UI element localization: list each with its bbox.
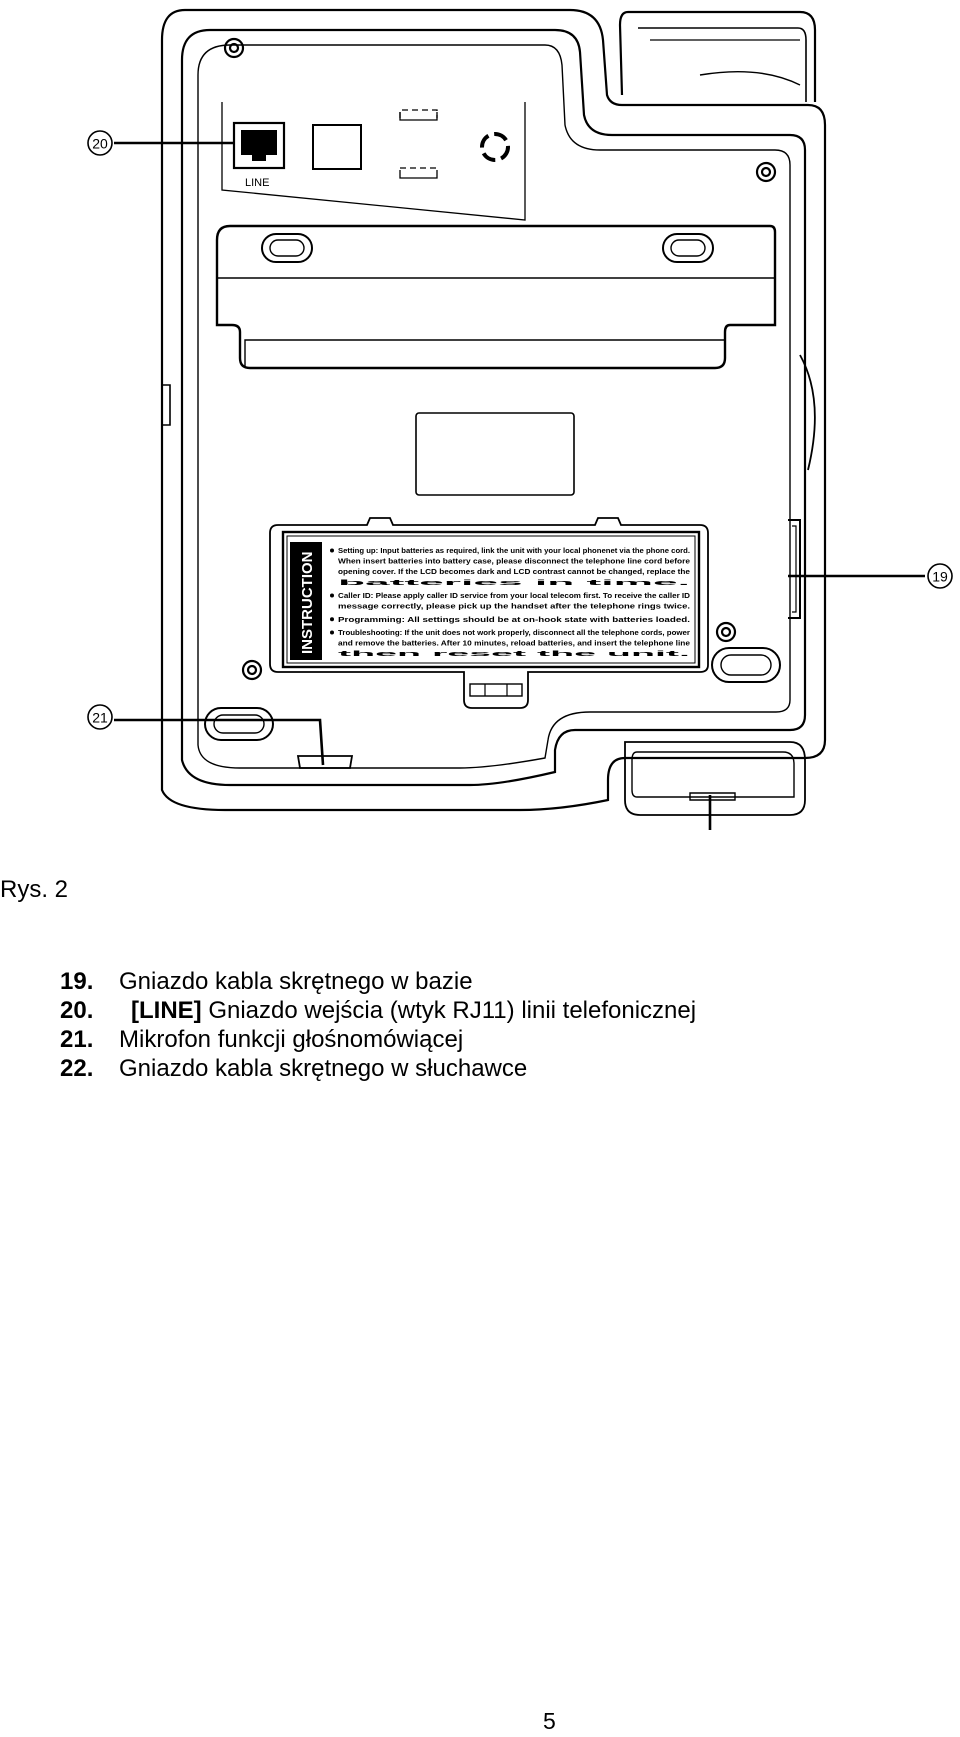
instruction-bullet <box>330 630 334 635</box>
handset-cord-jack-slot <box>788 519 801 619</box>
base-inner-contour <box>197 44 791 769</box>
dashed-ring <box>480 132 510 162</box>
instruction-line: When insert batteries into battery case,… <box>338 557 690 566</box>
legend-item: 22. Gniazdo kabla skrętnego w słuchawce <box>60 1054 696 1083</box>
instruction-line: opening cover. If the LCD becomes dark a… <box>338 567 690 576</box>
instruction-line: Setting up: Input batteries as required,… <box>338 546 690 555</box>
callout-19-label: 19 <box>932 569 948 585</box>
legend-tag: [LINE] <box>131 997 202 1024</box>
line-jack-label: LINE <box>245 177 269 189</box>
instruction-bullet <box>330 593 334 598</box>
legend-number: 19. <box>60 968 94 995</box>
rect-opening <box>312 124 362 170</box>
instruction-bullet <box>330 617 334 622</box>
callout-19: 19 <box>927 563 953 589</box>
legend-text: Mikrofon funkcji głośnomówiącej <box>119 1026 464 1053</box>
figure-caption: Rys. 2 <box>0 876 69 903</box>
legend-text: Gniazdo kabla skrętnego w słuchawce <box>119 1055 528 1082</box>
callout-21: 21 <box>87 704 113 730</box>
instruction-line: Troubleshooting: If the unit does not wo… <box>338 628 690 637</box>
legend-number: 22. <box>60 1055 94 1082</box>
instruction-line: then reset the unit. <box>338 649 690 658</box>
instruction-title: INSTRUCTION <box>299 552 316 655</box>
microphone-slot <box>296 755 354 769</box>
page-number: 5 <box>543 1708 556 1734</box>
instruction-line: and remove the batteries. After 10 minut… <box>338 639 690 648</box>
instruction-line: batteries in time. <box>338 578 690 587</box>
legend-text: Gniazdo kabla skrętnego w bazie <box>119 968 473 995</box>
battery-cover <box>269 517 709 709</box>
instruction-panel: INSTRUCTION Setting up: Input batteries … <box>281 530 701 669</box>
legend-number: 20. <box>60 997 94 1024</box>
legend-list: 19. Gniazdo kabla skrętnego w bazie 20. [L… <box>60 967 696 1083</box>
instruction-text: Setting up: Input batteries as required,… <box>330 546 691 658</box>
instruction-line: Caller ID: Please apply caller ID servic… <box>338 591 691 600</box>
instruction-line: Programming: All settings should be at o… <box>338 615 690 624</box>
legend-item: 20. [LINE] Gniazdo wejścia (wtyk RJ11) li… <box>60 996 696 1025</box>
connector-recess <box>221 102 526 221</box>
stand-foot <box>215 224 777 370</box>
callout-21-label: 21 <box>92 710 108 726</box>
instruction-line: message correctly, please pick up the ha… <box>338 602 690 611</box>
legend-item: 19. Gniazdo kabla skrętnego w bazie <box>60 967 696 996</box>
legend-text: Gniazdo wejścia (wtyk RJ11) linii telefo… <box>208 997 697 1024</box>
phone-drawing: LINE INSTRUCTION Setting up: Input batte… <box>87 8 953 860</box>
callout-20-label: 20 <box>92 136 108 152</box>
handset-cradle-bottom <box>624 741 806 816</box>
rubber-pad <box>415 412 575 496</box>
legend-number: 21. <box>60 1026 94 1053</box>
handset-cradle-top <box>628 10 817 102</box>
line-jack <box>232 121 286 170</box>
legend-item: 21. Mikrofon funkcji głośnomówiącej <box>60 1025 696 1054</box>
phone-bottom-view-figure: LINE INSTRUCTION Setting up: Input batte… <box>0 0 960 860</box>
callout-20: 20 <box>87 130 113 156</box>
base-inner-outline <box>180 28 807 787</box>
instruction-bullet <box>330 548 334 553</box>
